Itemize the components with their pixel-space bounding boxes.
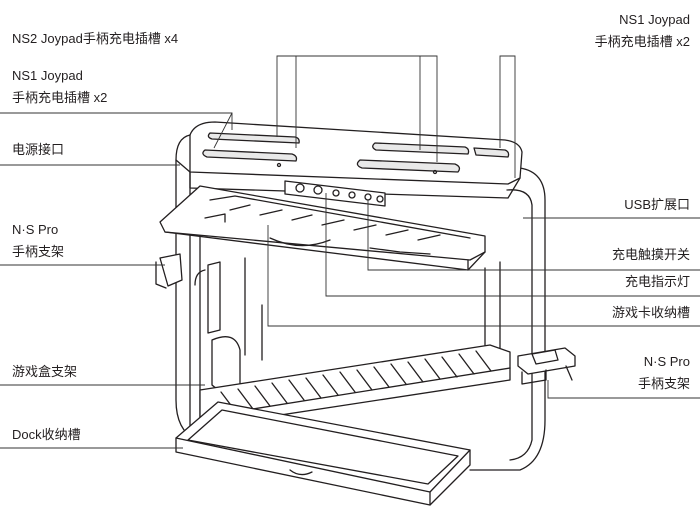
inner-walls [244,257,501,361]
label-dock-storage: Dock收纳槽 [12,427,81,442]
right-side-panel [469,167,546,471]
label-ns-pro-holder-right-line1: N·S Pro [643,354,690,369]
label-game-box-rack: 游戏盒支架 [12,364,78,379]
label-ns-pro-holder-left-line1: N·S Pro [12,222,59,237]
label-ns-pro-holder-left-line2: 手柄支架 [12,244,65,259]
leader-lines [0,55,700,449]
dock-drawer [175,401,471,506]
label-ns1-joypad-right-line2: 手柄充电插槽 x2 [594,34,690,49]
label-ns1-joypad-left-line1: NS1 Joypad [12,68,83,83]
label-charge-touch-switch: 充电触摸开关 [611,247,690,262]
right-pro-holder [517,347,576,385]
left-pro-holder [155,253,241,391]
top-lid [189,121,523,199]
label-game-card-storage: 游戏卡收纳槽 [611,305,690,320]
label-ns1-joypad-left-line2: 手柄充电插槽 x2 [12,90,108,105]
label-ns1-joypad-right-line1: NS1 Joypad [619,12,690,27]
label-usb-expansion-port: USB扩展口 [624,197,690,212]
label-charge-indicator: 充电指示灯 [624,274,690,289]
label-ns2-joypad-slots: NS2 Joypad手柄充电插槽 x4 [12,31,179,46]
card-tray [159,180,486,271]
label-ns-pro-holder-right-line2: 手柄支架 [637,376,690,391]
label-power-port: 电源接口 [12,142,65,157]
